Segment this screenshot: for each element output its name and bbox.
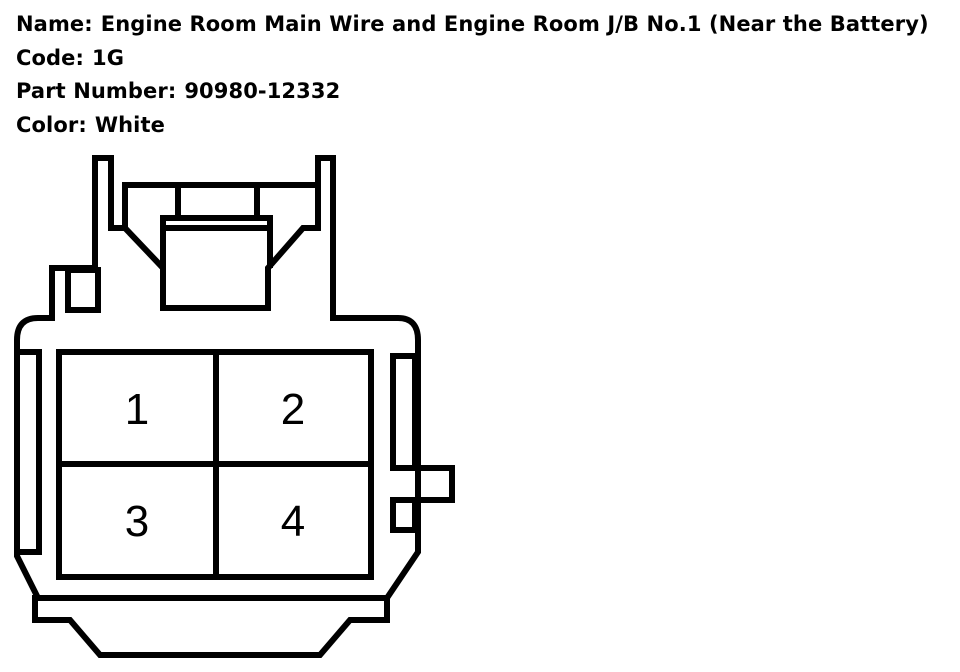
part-number-row: Part Number: 90980-12332 bbox=[16, 75, 929, 109]
pin-2: 2 bbox=[281, 385, 305, 434]
part-number-value: 90980-12332 bbox=[184, 79, 341, 103]
code-label: Code: bbox=[16, 45, 85, 70]
name-row: Name: Engine Room Main Wire and Engine Ro… bbox=[16, 8, 929, 42]
latch-right bbox=[254, 182, 321, 230]
side-tab bbox=[393, 465, 455, 503]
name-value: Engine Room Main Wire and Engine Room J/… bbox=[100, 12, 929, 36]
left-rail bbox=[14, 349, 42, 555]
connector-info: Name: Engine Room Main Wire and Engine Ro… bbox=[16, 8, 929, 142]
part-number-label: Part Number: bbox=[16, 79, 177, 103]
code-row: Code: 1G bbox=[16, 42, 929, 76]
key-square bbox=[65, 267, 101, 313]
right-rail-lower bbox=[390, 497, 418, 533]
latch-left bbox=[122, 182, 181, 230]
pin-1: 1 bbox=[125, 385, 149, 434]
pin-4: 4 bbox=[281, 497, 305, 546]
color-value: White bbox=[94, 112, 165, 137]
pin-3: 3 bbox=[125, 497, 149, 546]
locking-tab bbox=[160, 225, 273, 268]
color-label: Color: bbox=[16, 112, 87, 137]
code-value: 1G bbox=[92, 45, 125, 70]
name-label: Name: bbox=[16, 12, 93, 36]
right-rail bbox=[390, 353, 418, 471]
color-row: Color: White bbox=[16, 109, 929, 143]
